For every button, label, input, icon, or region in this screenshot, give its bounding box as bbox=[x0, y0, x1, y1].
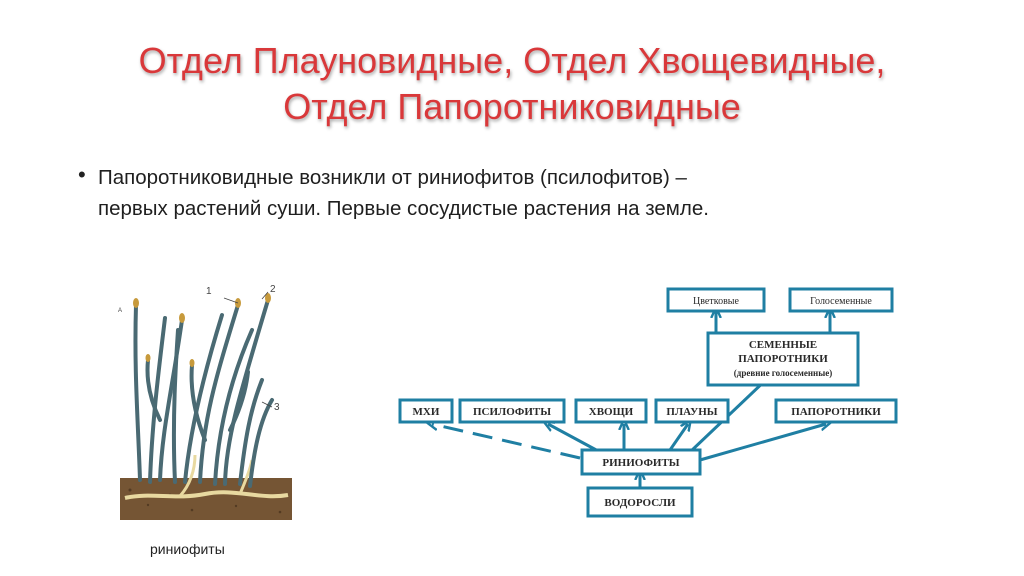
box-tsvetkovye: Цветковые bbox=[666, 287, 766, 313]
arrow-riniofity-semennye bbox=[688, 376, 770, 454]
label-3: 3 bbox=[274, 402, 280, 413]
bullet-text: Папоротниковидные возникли от риниофитов… bbox=[98, 162, 958, 224]
box-semennye-line2: ПАПОРОТНИКИ bbox=[738, 353, 828, 365]
box-vodorosli: ВОДОРОСЛИ bbox=[586, 486, 694, 518]
box-tsvetkovye-label: Цветковые bbox=[693, 296, 739, 307]
box-khvoshchi-label: ХВОЩИ bbox=[589, 406, 634, 418]
diagram-arrows bbox=[432, 312, 830, 488]
box-semennye-paporotniki: СЕМЕННЫЕ ПАПОРОТНИКИ (древние голосеменн… bbox=[706, 331, 860, 387]
illustration-caption: риниофиты bbox=[150, 541, 225, 557]
box-plauny-label: ПЛАУНЫ bbox=[666, 406, 717, 418]
box-khvoshchi: ХВОЩИ bbox=[574, 398, 648, 424]
stems bbox=[133, 298, 274, 488]
box-golosemennye-label: Голосеменные bbox=[810, 296, 872, 307]
box-paporotniki-label: ПАПОРОТНИКИ bbox=[791, 406, 881, 418]
bullet-line-2: первых растений суши. Первые сосудистые … bbox=[98, 197, 709, 220]
box-riniofity: РИНИОФИТЫ bbox=[580, 448, 702, 476]
bullet-line-1: Папоротниковидные возникли от риниофитов… bbox=[98, 166, 687, 189]
box-psilofity: ПСИЛОФИТЫ bbox=[458, 398, 566, 424]
box-plauny: ПЛАУНЫ bbox=[654, 398, 730, 424]
label-2: 2 bbox=[270, 284, 276, 295]
label-1: 1 bbox=[206, 286, 212, 297]
box-mkhi-label: МХИ bbox=[413, 406, 440, 418]
title-line-2: Отдел Папоротниковидные bbox=[283, 86, 741, 127]
bullet-marker: • bbox=[78, 162, 86, 187]
rhyniophyte-illustration: 1 2 3 A bbox=[118, 284, 292, 520]
box-riniofity-label: РИНИОФИТЫ bbox=[602, 457, 679, 469]
sporangia bbox=[133, 293, 271, 367]
box-semennye-line1: СЕМЕННЫЕ bbox=[749, 339, 817, 351]
box-paporotniki: ПАПОРОТНИКИ bbox=[774, 398, 898, 424]
box-golosemennye: Голосеменные bbox=[788, 287, 894, 313]
label-a: A bbox=[118, 308, 122, 314]
figure-labels: 1 2 3 A bbox=[118, 284, 280, 413]
box-psilofity-label: ПСИЛОФИТЫ bbox=[473, 406, 551, 418]
arrow-riniofity-mkhi bbox=[432, 424, 581, 460]
evolution-diagram: Цветковые Голосеменные СЕМЕННЫЕ ПАПОРОТН… bbox=[398, 287, 898, 518]
bullet-point: • Папоротниковидные возникли от риниофит… bbox=[78, 162, 958, 224]
arrow-riniofity-plauny bbox=[668, 424, 688, 451]
box-mkhi: МХИ bbox=[398, 398, 454, 424]
title-line-1: Отдел Плауновидные, Отдел Хвощевидные, bbox=[138, 40, 886, 81]
arrow-riniofity-paporotniki bbox=[699, 424, 826, 462]
arrow-riniofity-psilofity bbox=[548, 424, 601, 454]
box-vodorosli-label: ВОДОРОСЛИ bbox=[604, 497, 676, 509]
soil-layer bbox=[120, 478, 292, 520]
box-semennye-line3: (древние голосеменные) bbox=[734, 368, 832, 378]
slide-title: Отдел Плауновидные, Отдел Хвощевидные, О… bbox=[0, 38, 1024, 130]
